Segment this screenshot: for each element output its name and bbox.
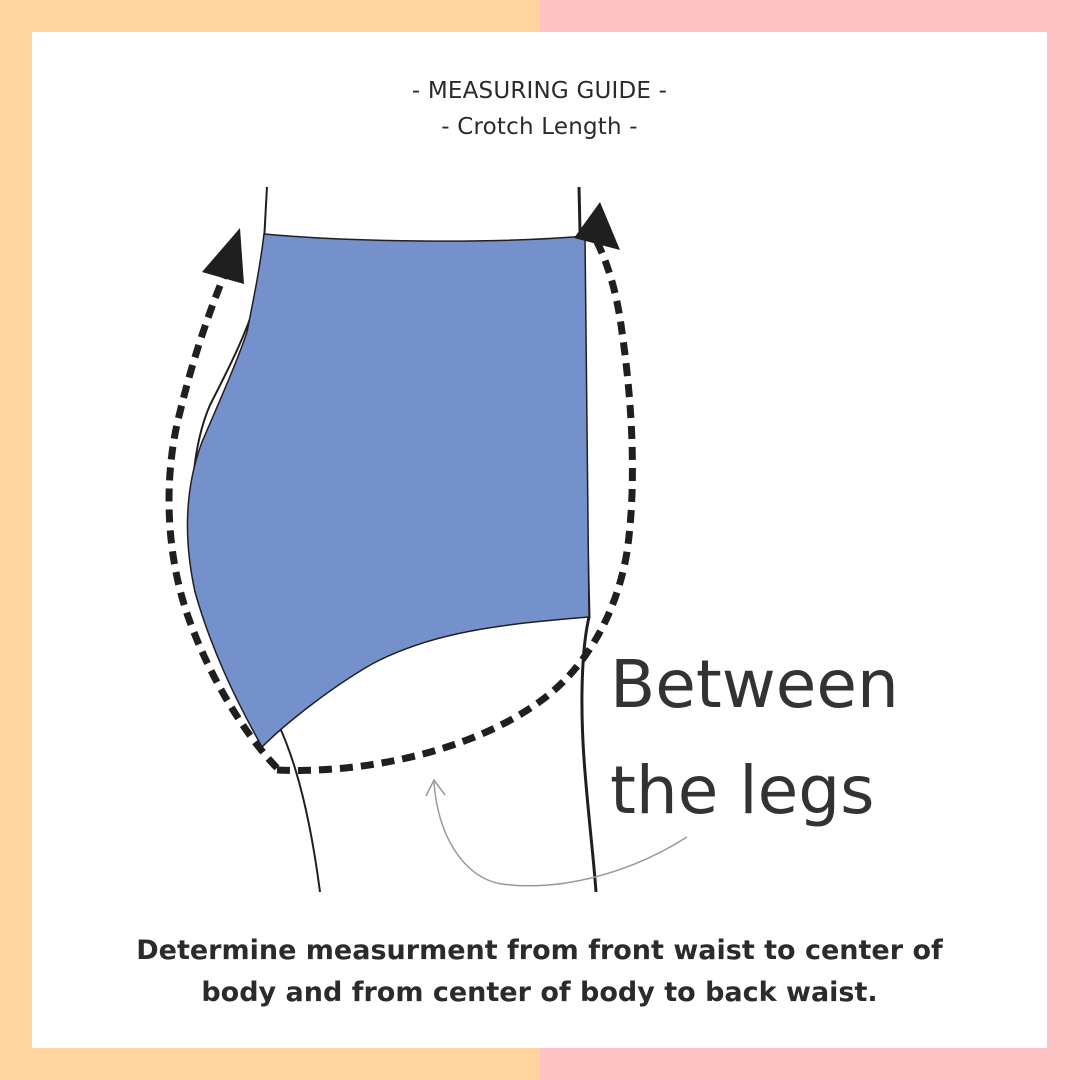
legs-label: the legs [610,752,875,829]
pointer-arrowhead-icon [425,778,446,797]
briefs-garment-icon [186,233,590,749]
guide-title: - MEASURING GUIDE - [411,78,668,104]
crotch-length-diagram: Between the legs [165,186,899,893]
arrowhead-front-icon [202,228,244,284]
pointer-arrow-icon [433,781,688,887]
guide-card: - MEASURING GUIDE - - Crotch Length - Be… [32,32,1047,1048]
instruction-line-2: body and from center of body to back wai… [201,977,878,1008]
arrowhead-back-icon [574,202,620,250]
guide-subtitle: - Crotch Length - [441,114,638,140]
dashed-measuring-arrow-back-icon [276,240,636,774]
body-outline-right [577,186,598,893]
between-label: Between [610,646,899,723]
instruction-line-1: Determine measurment from front waist to… [136,935,943,966]
dashed-measuring-arrow-icon [165,255,280,771]
